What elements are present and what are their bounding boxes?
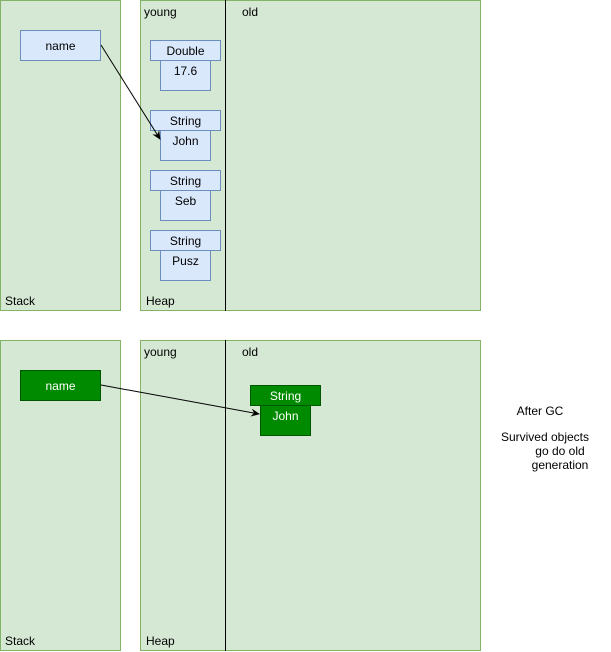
object-type-header: String: [150, 110, 221, 131]
object-type-header: String: [150, 170, 221, 191]
gc-note-title: After GC: [516, 404, 564, 418]
old-label: old: [242, 345, 259, 359]
gc-note-line: generation: [531, 458, 589, 472]
young-label: young: [144, 5, 177, 19]
gc-note-line: go do old: [535, 444, 585, 458]
gc-note-line: Survived objects: [500, 430, 590, 444]
young-label: young: [144, 345, 177, 359]
reference-arrow-top: [100, 44, 161, 140]
generation-divider: [225, 340, 226, 651]
heap-label: Heap: [146, 634, 175, 648]
old-label: old: [242, 5, 259, 19]
stack-label: Stack: [5, 634, 36, 648]
name-reference: name: [20, 370, 101, 401]
stack-label: Stack: [5, 294, 36, 308]
survived-object-type-header: String: [250, 385, 321, 406]
generation-divider: [225, 0, 226, 311]
object-type-header: Double: [150, 40, 221, 61]
heap-label: Heap: [146, 294, 175, 308]
name-reference: name: [20, 30, 101, 61]
object-type-header: String: [150, 230, 221, 251]
reference-arrow-bottom: [100, 384, 260, 417]
